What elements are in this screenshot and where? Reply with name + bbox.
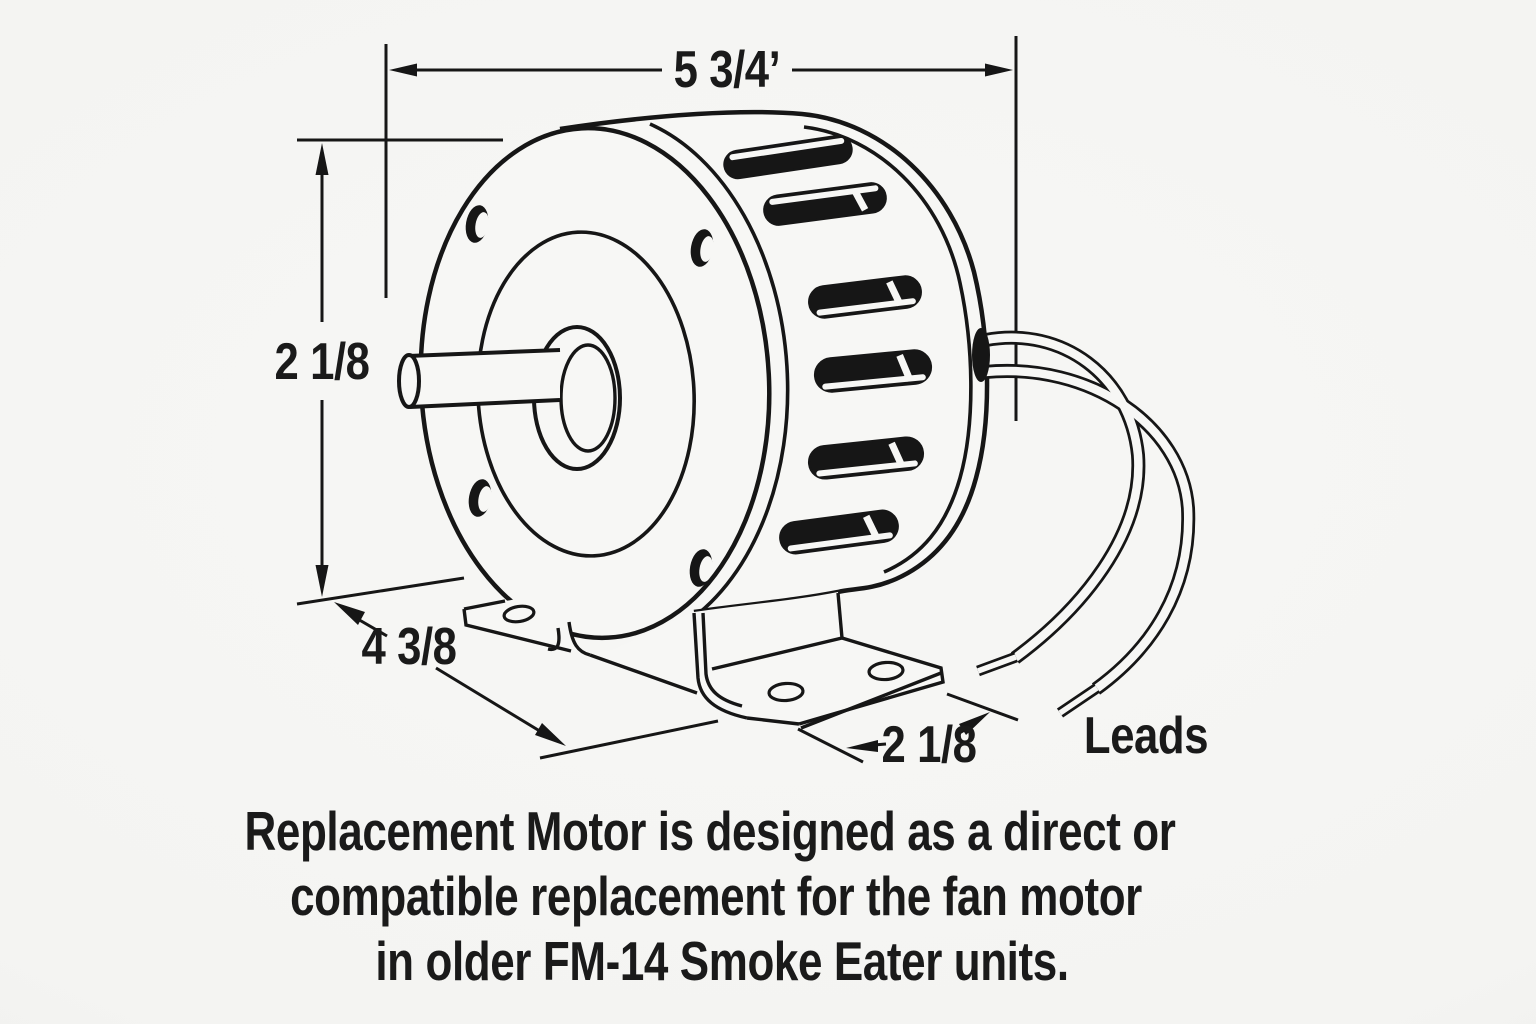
bracket-hole [767, 681, 805, 703]
bracket-hole [867, 660, 905, 682]
dim-depth-label: 4 3/8 [361, 619, 456, 676]
arrowhead-left2-icon [846, 740, 878, 752]
bracket-left-flange-edge [462, 608, 572, 653]
caption-line-3: in older FM-14 Smoke Eater units. [375, 930, 1068, 992]
shaft-end-cap [397, 353, 421, 409]
dim-height-label: 2 1/8 [274, 334, 369, 391]
bracket-left-flange-back-edge [463, 599, 506, 611]
face-hole [465, 205, 489, 243]
vent-slot [808, 275, 922, 319]
bracket-bend-inner [701, 612, 743, 708]
bracket-base-front-edge [589, 653, 698, 695]
dim-bracket-width [797, 692, 1019, 764]
arrowhead-down-icon [315, 565, 329, 597]
bracket-right-flange-edge [798, 636, 945, 726]
bracket-web-right-edge [836, 592, 844, 639]
motor-drawing [397, 109, 1196, 730]
dim-bracket-ext-left [797, 727, 864, 764]
vent-slots [723, 134, 933, 555]
dim-depth-line-upper [355, 616, 388, 638]
dim-depth-label-wrap: 4 3/8 [361, 619, 456, 676]
face-hole [689, 549, 713, 587]
bracket-hole [502, 604, 536, 624]
arrowhead-up-icon [315, 143, 329, 175]
bracket-bend-outer [692, 612, 748, 720]
dim-bracket-label-wrap: 2 1/8 [881, 717, 976, 774]
dim-width-label-wrap: 5 3/4’ [674, 42, 781, 99]
caption: Replacement Motor is designed as a direc… [245, 800, 1176, 992]
dim-bracket-label: 2 1/8 [881, 717, 976, 774]
dim-height-label-wrap: 2 1/8 [274, 334, 369, 391]
face-hole [468, 479, 492, 517]
leads-label: Leads [1084, 708, 1208, 765]
arrowhead-upleft-icon [334, 602, 365, 625]
caption-line-1: Replacement Motor is designed as a direc… [245, 800, 1176, 862]
vent-slot [779, 509, 899, 555]
shaft [397, 348, 561, 409]
bracket-right-flange-thickness [800, 671, 942, 730]
drum-outline [559, 109, 990, 615]
bracket-bottom-edge [746, 716, 800, 726]
dim-bracket-ext-right [946, 692, 1019, 722]
mounting-bracket [462, 592, 945, 730]
arrowhead-right-icon [985, 63, 1013, 77]
arrowhead-downright-icon [535, 723, 566, 746]
leads-label-wrap: Leads [1084, 708, 1209, 765]
arrowhead-upright-icon [959, 712, 990, 735]
vent-slot [813, 349, 933, 393]
face-hole [690, 229, 714, 267]
dim-width [384, 36, 1018, 421]
dim-width-label: 5 3/4’ [674, 42, 781, 99]
hub-inner [559, 343, 617, 453]
dim-depth-line-lower [435, 666, 544, 735]
wire-grommet [972, 328, 990, 382]
caption-line-2: compatible replacement for the fan motor [290, 865, 1142, 927]
dim-depth-ext-bottom [539, 719, 719, 760]
lead-wires [972, 328, 1196, 718]
bracket-lip-inner [547, 627, 561, 652]
face-lip-arc [649, 122, 790, 628]
bracket-fold-line [711, 636, 843, 671]
dim-base-depth [334, 602, 719, 760]
bracket-fill [464, 592, 943, 724]
bracket-lip-outer [567, 621, 591, 657]
dim-height [296, 138, 503, 606]
vent-slot [763, 182, 887, 226]
vent-slot [723, 134, 853, 180]
dim-height-ext-bottom [296, 576, 465, 606]
vent-slot [807, 436, 925, 480]
arrowhead-left-icon [389, 63, 417, 77]
drum-rim-inner-line [803, 125, 973, 574]
